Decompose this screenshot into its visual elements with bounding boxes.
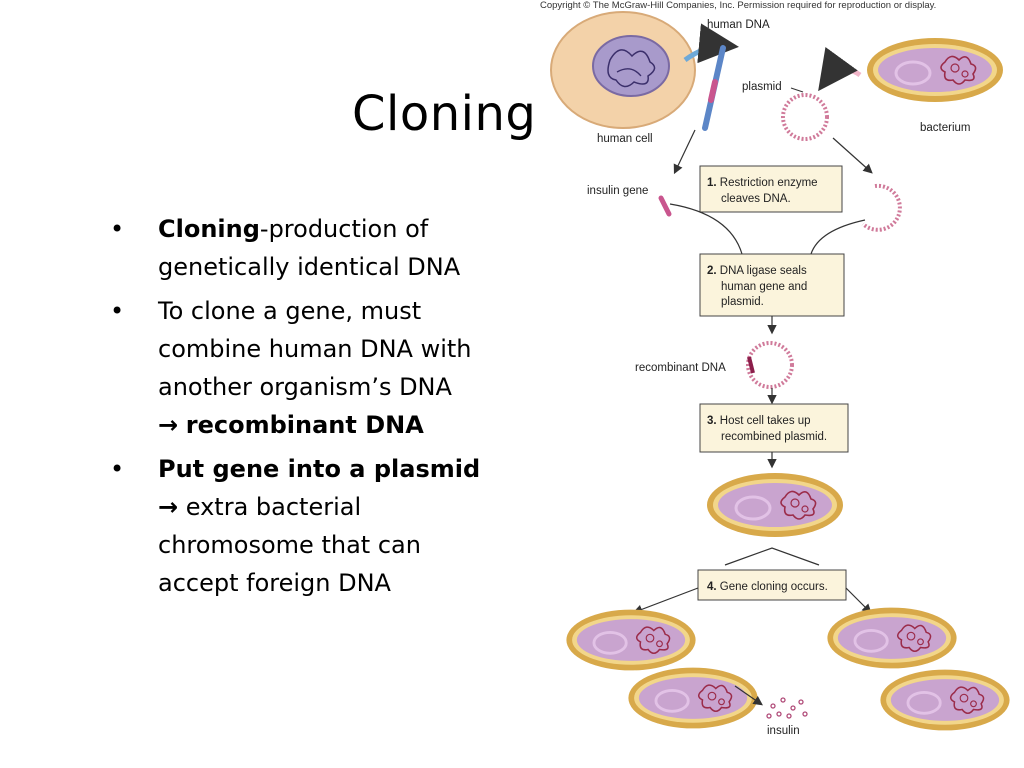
step-3-number: 3. xyxy=(707,415,717,427)
cut-plasmid xyxy=(861,183,902,232)
bullet-item-1: • Cloning-production of genetically iden… xyxy=(108,210,508,286)
bullet-2-text: To clone a gene, must combine human DNA … xyxy=(158,297,472,401)
step-4-box: 4. Gene cloning occurs. xyxy=(697,569,847,601)
step-1-number: 1. xyxy=(707,177,717,189)
human-cell xyxy=(550,11,696,129)
bullet-item-3: • Put gene into a plasmid → extra bacter… xyxy=(108,450,508,602)
clone-bacterium-4 xyxy=(878,668,1012,732)
svg-text:3. Host cell takes up: 3. Host cell takes up xyxy=(707,415,811,427)
host-bacterium xyxy=(705,471,845,539)
step-1-line2: cleaves DNA. xyxy=(721,193,791,205)
step-2-line3: plasmid. xyxy=(721,296,764,308)
step-2-line1: DNA ligase seals xyxy=(720,265,807,277)
bullet-dot: • xyxy=(110,455,125,483)
bullet-3-bold: Put gene into a plasmid xyxy=(158,455,481,483)
svg-text:2. DNA ligase seals: 2. DNA ligase seals xyxy=(707,265,807,277)
plasmid-ring xyxy=(781,93,829,141)
plasmid-extraction-arrow xyxy=(818,46,862,92)
right-arrow-icon: → xyxy=(158,411,179,439)
step-1-box: 1. Restriction enzyme cleaves DNA. xyxy=(699,165,843,213)
insulin-gene-label: insulin gene xyxy=(587,185,648,197)
human-cell-label: human cell xyxy=(597,133,653,145)
insulin-label: insulin xyxy=(767,725,800,737)
bacterium-label: bacterium xyxy=(920,122,971,134)
human-dna-strand xyxy=(683,23,739,131)
bullet-item-2: • To clone a gene, must combine human DN… xyxy=(108,292,508,444)
bullet-1-bold: Cloning xyxy=(158,215,260,243)
cloning-figure: Copyright © The McGraw-Hill Companies, I… xyxy=(535,0,1024,768)
recombinant-plasmid xyxy=(746,341,794,389)
clone-bacterium-3 xyxy=(825,606,959,670)
clone-bacterium-1 xyxy=(564,608,698,672)
insulin-molecules xyxy=(766,697,808,719)
right-arrow-icon: → xyxy=(158,493,179,521)
bullet-dot: • xyxy=(110,215,125,243)
insulin-gene-fragment xyxy=(658,195,672,217)
copyright-notice: Copyright © The McGraw-Hill Companies, I… xyxy=(540,0,936,11)
step-4-line1: Gene cloning occurs. xyxy=(720,581,828,593)
bullet-2-arrow-bold: recombinant DNA xyxy=(185,411,424,439)
step-2-box: 2. DNA ligase seals human gene and plasm… xyxy=(699,253,845,317)
clone-bacterium-2 xyxy=(626,666,760,730)
bullet-list: • Cloning-production of genetically iden… xyxy=(108,210,508,608)
bullet-3-arrow-text: extra bacterial chromosome that can acce… xyxy=(158,493,421,597)
slide-title: Cloning xyxy=(352,86,537,142)
step-1-line1: Restriction enzyme xyxy=(720,177,818,189)
human-dna-label: human DNA xyxy=(707,19,770,31)
bacterium-top xyxy=(865,36,1005,104)
svg-text:1. Restriction enzyme: 1. Restriction enzyme xyxy=(707,177,818,189)
plasmid-label: plasmid xyxy=(742,81,782,93)
bullet-1-text: -production of genetically identical DNA xyxy=(158,215,461,281)
step-4-number: 4. xyxy=(707,581,717,593)
cloning-diagram: Copyright © The McGraw-Hill Companies, I… xyxy=(540,0,1012,737)
step-2-number: 2. xyxy=(707,265,717,277)
recombinant-dna-label: recombinant DNA xyxy=(635,362,726,374)
step-3-box: 3. Host cell takes up recombined plasmid… xyxy=(699,403,849,453)
step-3-line2: recombined plasmid. xyxy=(721,431,827,443)
bullet-dot: • xyxy=(110,297,125,325)
step-3-line1: Host cell takes up xyxy=(720,415,811,427)
svg-text:4. Gene cloning occurs.: 4. Gene cloning occurs. xyxy=(707,581,828,593)
step-2-line2: human gene and xyxy=(721,281,807,293)
